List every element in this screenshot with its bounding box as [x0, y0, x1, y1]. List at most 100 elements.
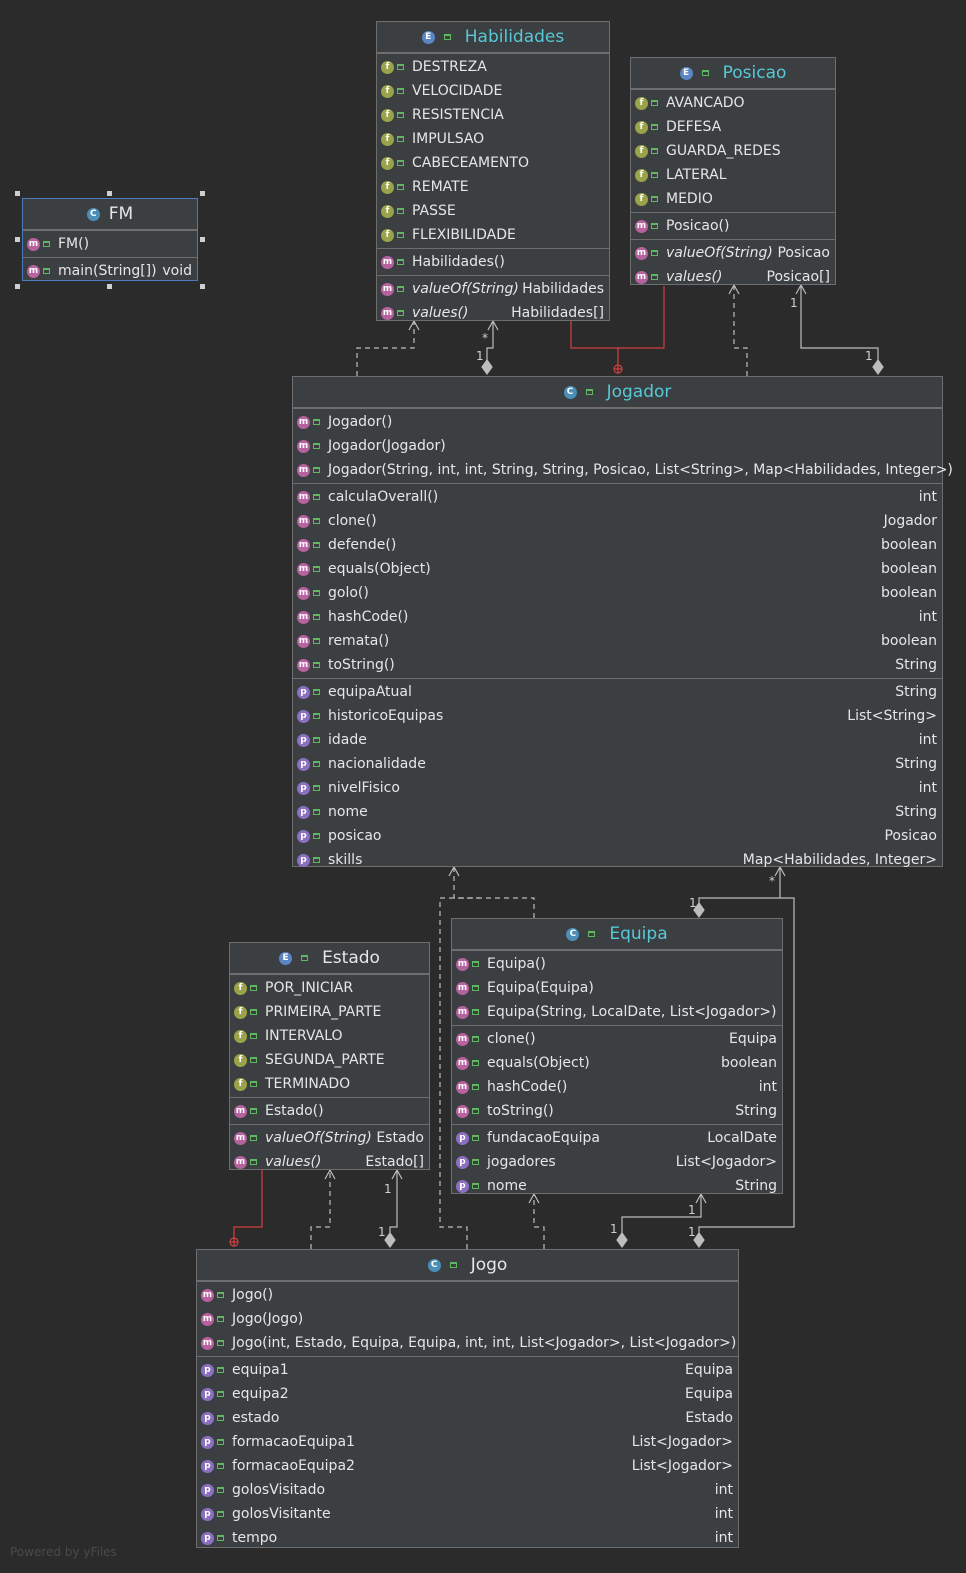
property-icon: p: [201, 1411, 214, 1425]
selection-handle[interactable]: [200, 191, 205, 196]
selection-handle[interactable]: [200, 284, 205, 289]
public-icon: [217, 1415, 224, 1421]
selection-handle[interactable]: [200, 237, 205, 242]
field-icon: f: [381, 156, 394, 170]
fm-method-row[interactable]: m FM(): [27, 236, 90, 252]
public-icon: [250, 1057, 257, 1063]
property-icon: p: [201, 1363, 214, 1377]
public-icon: [585, 389, 593, 395]
selection-handle[interactable]: [15, 191, 20, 196]
fm-method-row[interactable]: m main(String[]) void: [27, 263, 192, 279]
edge-equipa-jogador-association: [698, 868, 781, 906]
method-icon: m: [234, 1131, 247, 1145]
property-icon: p: [201, 1507, 214, 1521]
selection-handle[interactable]: [107, 284, 112, 289]
public-icon: [397, 208, 404, 214]
selection-handle[interactable]: [15, 237, 20, 242]
selection-handle[interactable]: [107, 191, 112, 196]
property-icon: p: [297, 709, 310, 723]
property-icon: p: [297, 685, 310, 699]
public-icon: [217, 1367, 224, 1373]
class-fm[interactable]: C FM m FM() m main(String[]) void: [22, 198, 198, 281]
method-icon: m: [297, 490, 310, 504]
selection-handle[interactable]: [15, 284, 20, 289]
property-icon: p: [456, 1179, 469, 1193]
method-icon: m: [297, 415, 310, 429]
